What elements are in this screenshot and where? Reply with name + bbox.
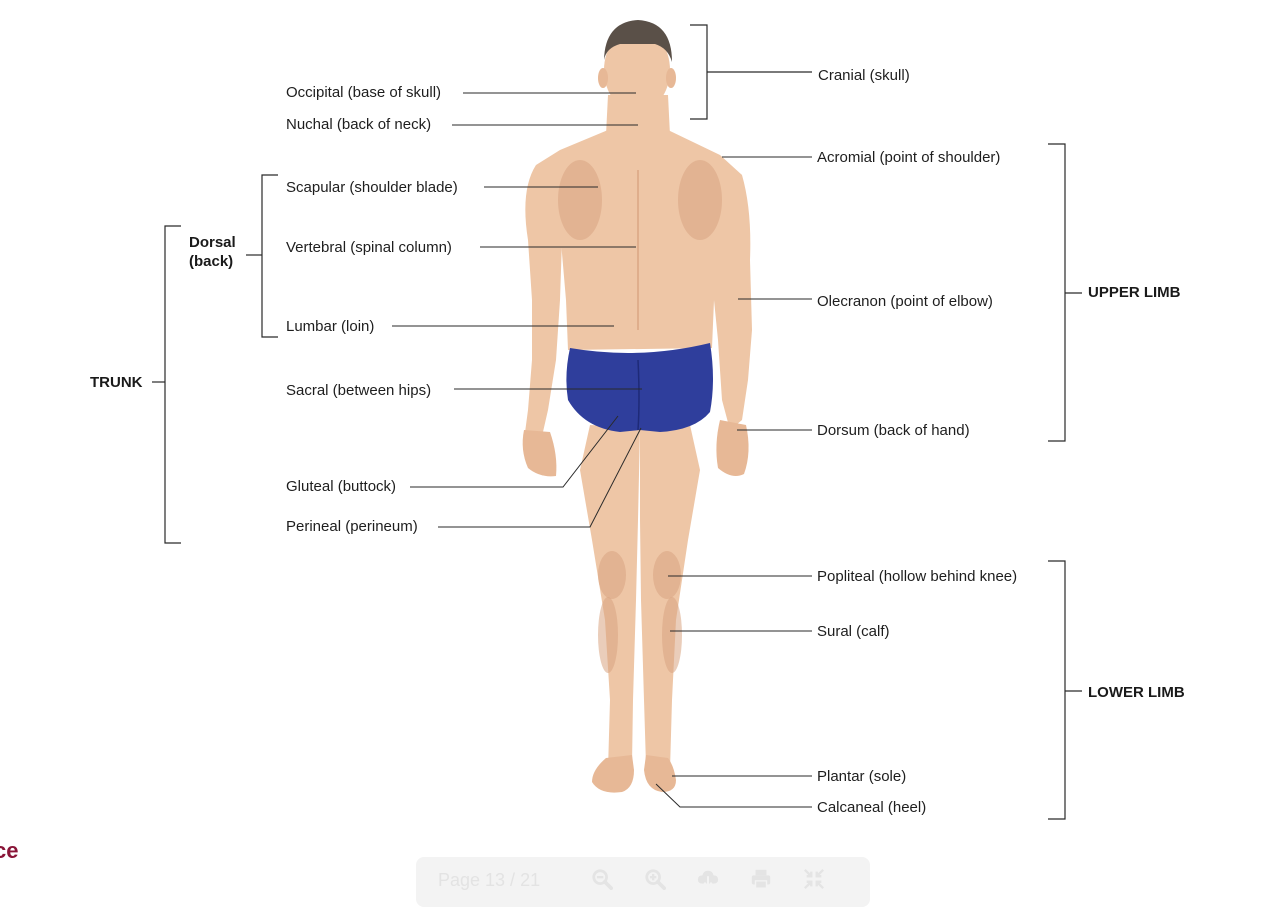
label-vertebral: Vertebral (spinal column) bbox=[286, 239, 452, 256]
label-calcaneal: Calcaneal (heel) bbox=[817, 799, 926, 816]
label-perineal: Perineal (perineum) bbox=[286, 518, 418, 535]
brand-logo-fragment: ce bbox=[0, 838, 19, 863]
label-popliteal: Popliteal (hollow behind knee) bbox=[817, 568, 1017, 585]
label-trunk: TRUNK bbox=[90, 374, 143, 391]
label-sacral: Sacral (between hips) bbox=[286, 382, 431, 399]
download-icon bbox=[698, 870, 719, 889]
region-labels: Cranial (skull) Occipital (base of skull… bbox=[90, 67, 1185, 816]
label-sural: Sural (calf) bbox=[817, 623, 890, 640]
print-button[interactable] bbox=[747, 865, 775, 893]
zoom-in-icon bbox=[645, 869, 667, 890]
label-dorsum: Dorsum (back of hand) bbox=[817, 422, 970, 439]
download-button[interactable] bbox=[694, 865, 722, 893]
label-dorsal-line1: Dorsal bbox=[189, 234, 236, 251]
label-upper-limb: UPPER LIMB bbox=[1088, 284, 1181, 301]
zoom-out-button[interactable] bbox=[588, 865, 616, 893]
label-acromial: Acromial (point of shoulder) bbox=[817, 149, 1000, 166]
leader-lines bbox=[152, 24, 1082, 820]
human-body-posterior-view bbox=[522, 20, 752, 793]
label-lower-limb: LOWER LIMB bbox=[1088, 684, 1185, 701]
label-occipital: Occipital (base of skull) bbox=[286, 84, 441, 101]
zoom-out-icon bbox=[592, 869, 614, 890]
print-icon bbox=[751, 869, 771, 889]
viewer-toolbar: Page 13 / 21 bbox=[416, 857, 870, 907]
label-plantar: Plantar (sole) bbox=[817, 768, 906, 785]
label-cranial: Cranial (skull) bbox=[818, 67, 910, 84]
label-gluteal: Gluteal (buttock) bbox=[286, 478, 396, 495]
fullscreen-exit-icon bbox=[804, 868, 825, 890]
label-nuchal: Nuchal (back of neck) bbox=[286, 116, 431, 133]
label-dorsal-line2: (back) bbox=[189, 253, 233, 270]
page-indicator: Page 13 / 21 bbox=[438, 869, 541, 890]
label-scapular: Scapular (shoulder blade) bbox=[286, 179, 458, 196]
zoom-in-button[interactable] bbox=[641, 865, 669, 893]
label-lumbar: Lumbar (loin) bbox=[286, 318, 374, 335]
label-olecranon: Olecranon (point of elbow) bbox=[817, 293, 993, 310]
swimsuit bbox=[566, 343, 713, 432]
fullscreen-exit-button[interactable] bbox=[800, 865, 828, 893]
